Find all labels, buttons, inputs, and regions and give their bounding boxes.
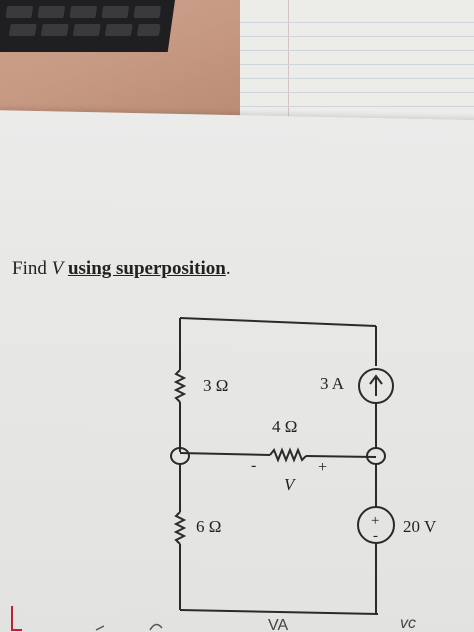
- scribble-vc: vc: [400, 615, 416, 632]
- notebook-background: [240, 0, 474, 136]
- resistor-6-ohm: [173, 511, 187, 545]
- label-plus: +: [318, 459, 327, 476]
- top-wire: [179, 317, 377, 327]
- resistor-4-ohm: [269, 447, 307, 463]
- label-4-ohm: 4 Ω: [272, 417, 297, 436]
- current-arrow-head: [369, 374, 383, 385]
- label-minus: -: [251, 457, 256, 474]
- red-ink-mark: [11, 606, 22, 631]
- label-output-v: V: [284, 475, 297, 494]
- label-6-ohm: 6 Ω: [196, 517, 221, 536]
- pencil-mark-small: [95, 625, 105, 631]
- scribble-va: VA: [268, 617, 288, 632]
- label-current-source: 3 A: [320, 374, 345, 393]
- source-minus-sign: -: [373, 528, 378, 544]
- problem-method: using superposition: [67, 258, 226, 279]
- source-plus-sign: +: [371, 513, 379, 529]
- problem-variable: V: [51, 258, 64, 279]
- resistor-3-ohm: [173, 369, 187, 403]
- middle-wire-left: [179, 452, 271, 456]
- problem-statement: Find V using superposition.: [12, 258, 231, 280]
- problem-prefix: Find: [12, 258, 52, 279]
- problem-suffix: .: [225, 258, 231, 279]
- middle-wire-right: [305, 455, 377, 458]
- bottom-wire: [179, 609, 379, 615]
- pencil-mark-left: [149, 623, 163, 631]
- laptop-background: [0, 0, 240, 128]
- label-3-ohm: 3 Ω: [203, 376, 228, 395]
- label-voltage-source: 20 V: [403, 517, 437, 536]
